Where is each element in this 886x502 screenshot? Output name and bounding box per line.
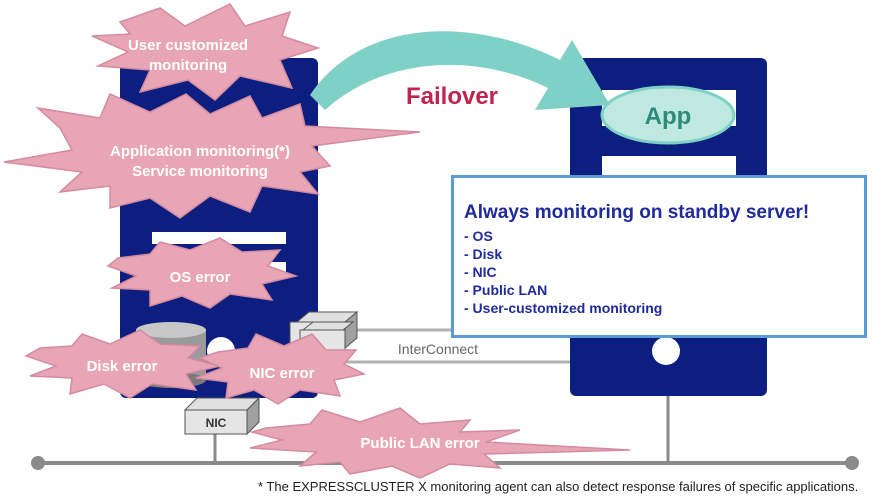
failover-label: Failover: [406, 83, 498, 110]
burst-disk-error-label: Disk error: [87, 358, 158, 375]
public-lan-endpoint-left: [31, 456, 45, 470]
burst-user-customized-line2: monitoring: [149, 57, 227, 74]
callout-title: Always monitoring on standby server!: [464, 202, 810, 223]
callout-item-nic: - NIC: [464, 264, 497, 280]
public-lan-endpoint-right: [845, 456, 859, 470]
burst-public-lan-error-label: Public LAN error: [360, 435, 479, 452]
nic-label-public: NIC: [206, 416, 227, 430]
burst-application-line2: Service monitoring: [132, 163, 268, 180]
failover-arrow: [310, 31, 610, 110]
footnote: * The EXPRESSCLUSTER X monitoring agent …: [258, 479, 859, 494]
burst-nic-error-label: NIC error: [249, 365, 314, 382]
burst-application-monitoring: Application monitoring(*) Service monito…: [3, 92, 421, 219]
standby-monitoring-callout: Always monitoring on standby server! - O…: [451, 175, 867, 338]
app-label: App: [645, 103, 692, 130]
nic-box-public: NIC: [183, 396, 261, 436]
burst-user-customized-monitoring: User customized monitoring: [91, 3, 321, 101]
burst-user-customized-line1: User customized: [128, 37, 248, 54]
burst-disk-error: Disk error: [24, 329, 221, 399]
burst-application-line1: Application monitoring(*): [110, 143, 290, 160]
burst-nic-error: NIC error: [195, 333, 367, 405]
callout-item-disk: - Disk: [464, 246, 503, 262]
callout-item-public-lan: - Public LAN: [464, 282, 548, 298]
burst-os-error-label: OS error: [170, 269, 231, 286]
callout-item-os: - OS: [464, 228, 493, 244]
interconnect-label: InterConnect: [398, 341, 478, 357]
app-ellipse: [600, 85, 736, 145]
burst-public-lan-error: Public LAN error: [249, 407, 631, 479]
callout-item-user-customized: - User-customized monitoring: [464, 300, 663, 316]
burst-os-error: OS error: [106, 237, 299, 309]
